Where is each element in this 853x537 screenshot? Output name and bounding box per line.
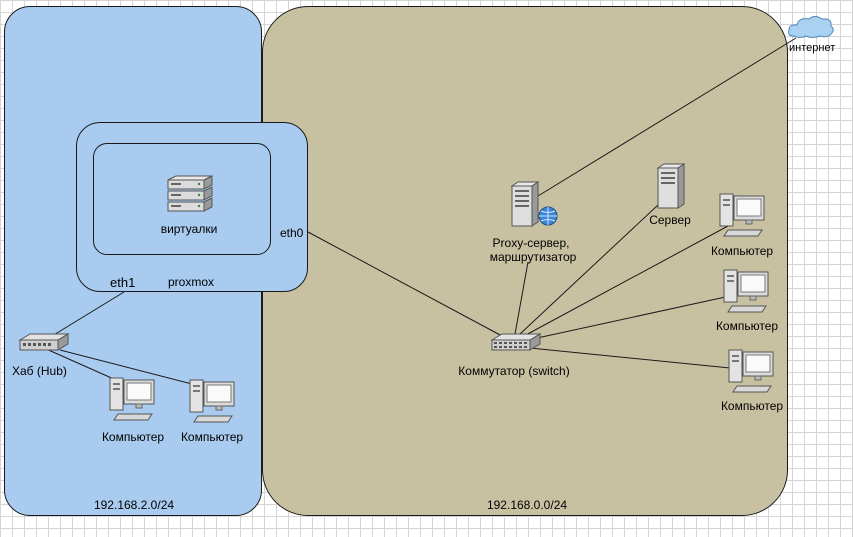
proxy-server-icon[interactable]	[508, 180, 560, 230]
link-switch-pc-right-2	[527, 295, 731, 341]
switch-label: Коммутатор (switch)	[458, 364, 570, 378]
computer-icon[interactable]	[722, 266, 770, 314]
computer-icon[interactable]	[727, 346, 775, 394]
hub-label: Хаб (Hub)	[12, 364, 67, 378]
eth0-label: eth0	[280, 226, 304, 240]
link-hub-eth1	[51, 291, 125, 337]
pc-right-1-label: Компьютер	[710, 244, 774, 258]
server-rack-icon[interactable]	[164, 174, 214, 218]
proxy-label-line1: Proxy-сервер,	[492, 236, 570, 250]
subnet-zone-right	[262, 6, 788, 516]
vms-label: виртуалки	[160, 222, 218, 236]
link-proxy-internet	[537, 37, 797, 197]
computer-icon[interactable]	[718, 190, 766, 238]
internet-label: интернет	[789, 42, 836, 54]
pc-right-3-label: Компьютер	[720, 399, 784, 413]
link-switch-proxy	[514, 261, 529, 335]
eth1-label: eth1	[110, 275, 136, 290]
link-switch-pc-right-1	[523, 225, 729, 337]
link-hub-pc-left-1	[43, 347, 117, 381]
pc-left-2-label: Компьютер	[180, 430, 244, 444]
proxmox-label: proxmox	[168, 275, 215, 289]
computer-icon[interactable]	[108, 374, 156, 422]
link-switch-pc-right-3	[529, 347, 731, 369]
left-subnet-label: 192.168.2.0/24	[93, 498, 175, 512]
hub-icon[interactable]	[16, 332, 70, 356]
cloud-icon[interactable]	[786, 14, 836, 40]
link-switch-server	[519, 204, 659, 335]
computer-icon[interactable]	[188, 376, 236, 424]
pc-right-2-label: Компьютер	[715, 319, 779, 333]
right-subnet-label: 192.168.0.0/24	[486, 498, 568, 512]
pc-left-1-label: Компьютер	[101, 430, 165, 444]
tower-server-icon[interactable]	[654, 162, 688, 210]
proxy-label-line2: маршрутизатор	[489, 250, 577, 264]
switch-icon[interactable]	[488, 332, 542, 356]
link-eth0-switch	[307, 231, 503, 337]
server-label: Сервер	[649, 213, 691, 227]
link-hub-pc-left-2	[59, 349, 193, 385]
